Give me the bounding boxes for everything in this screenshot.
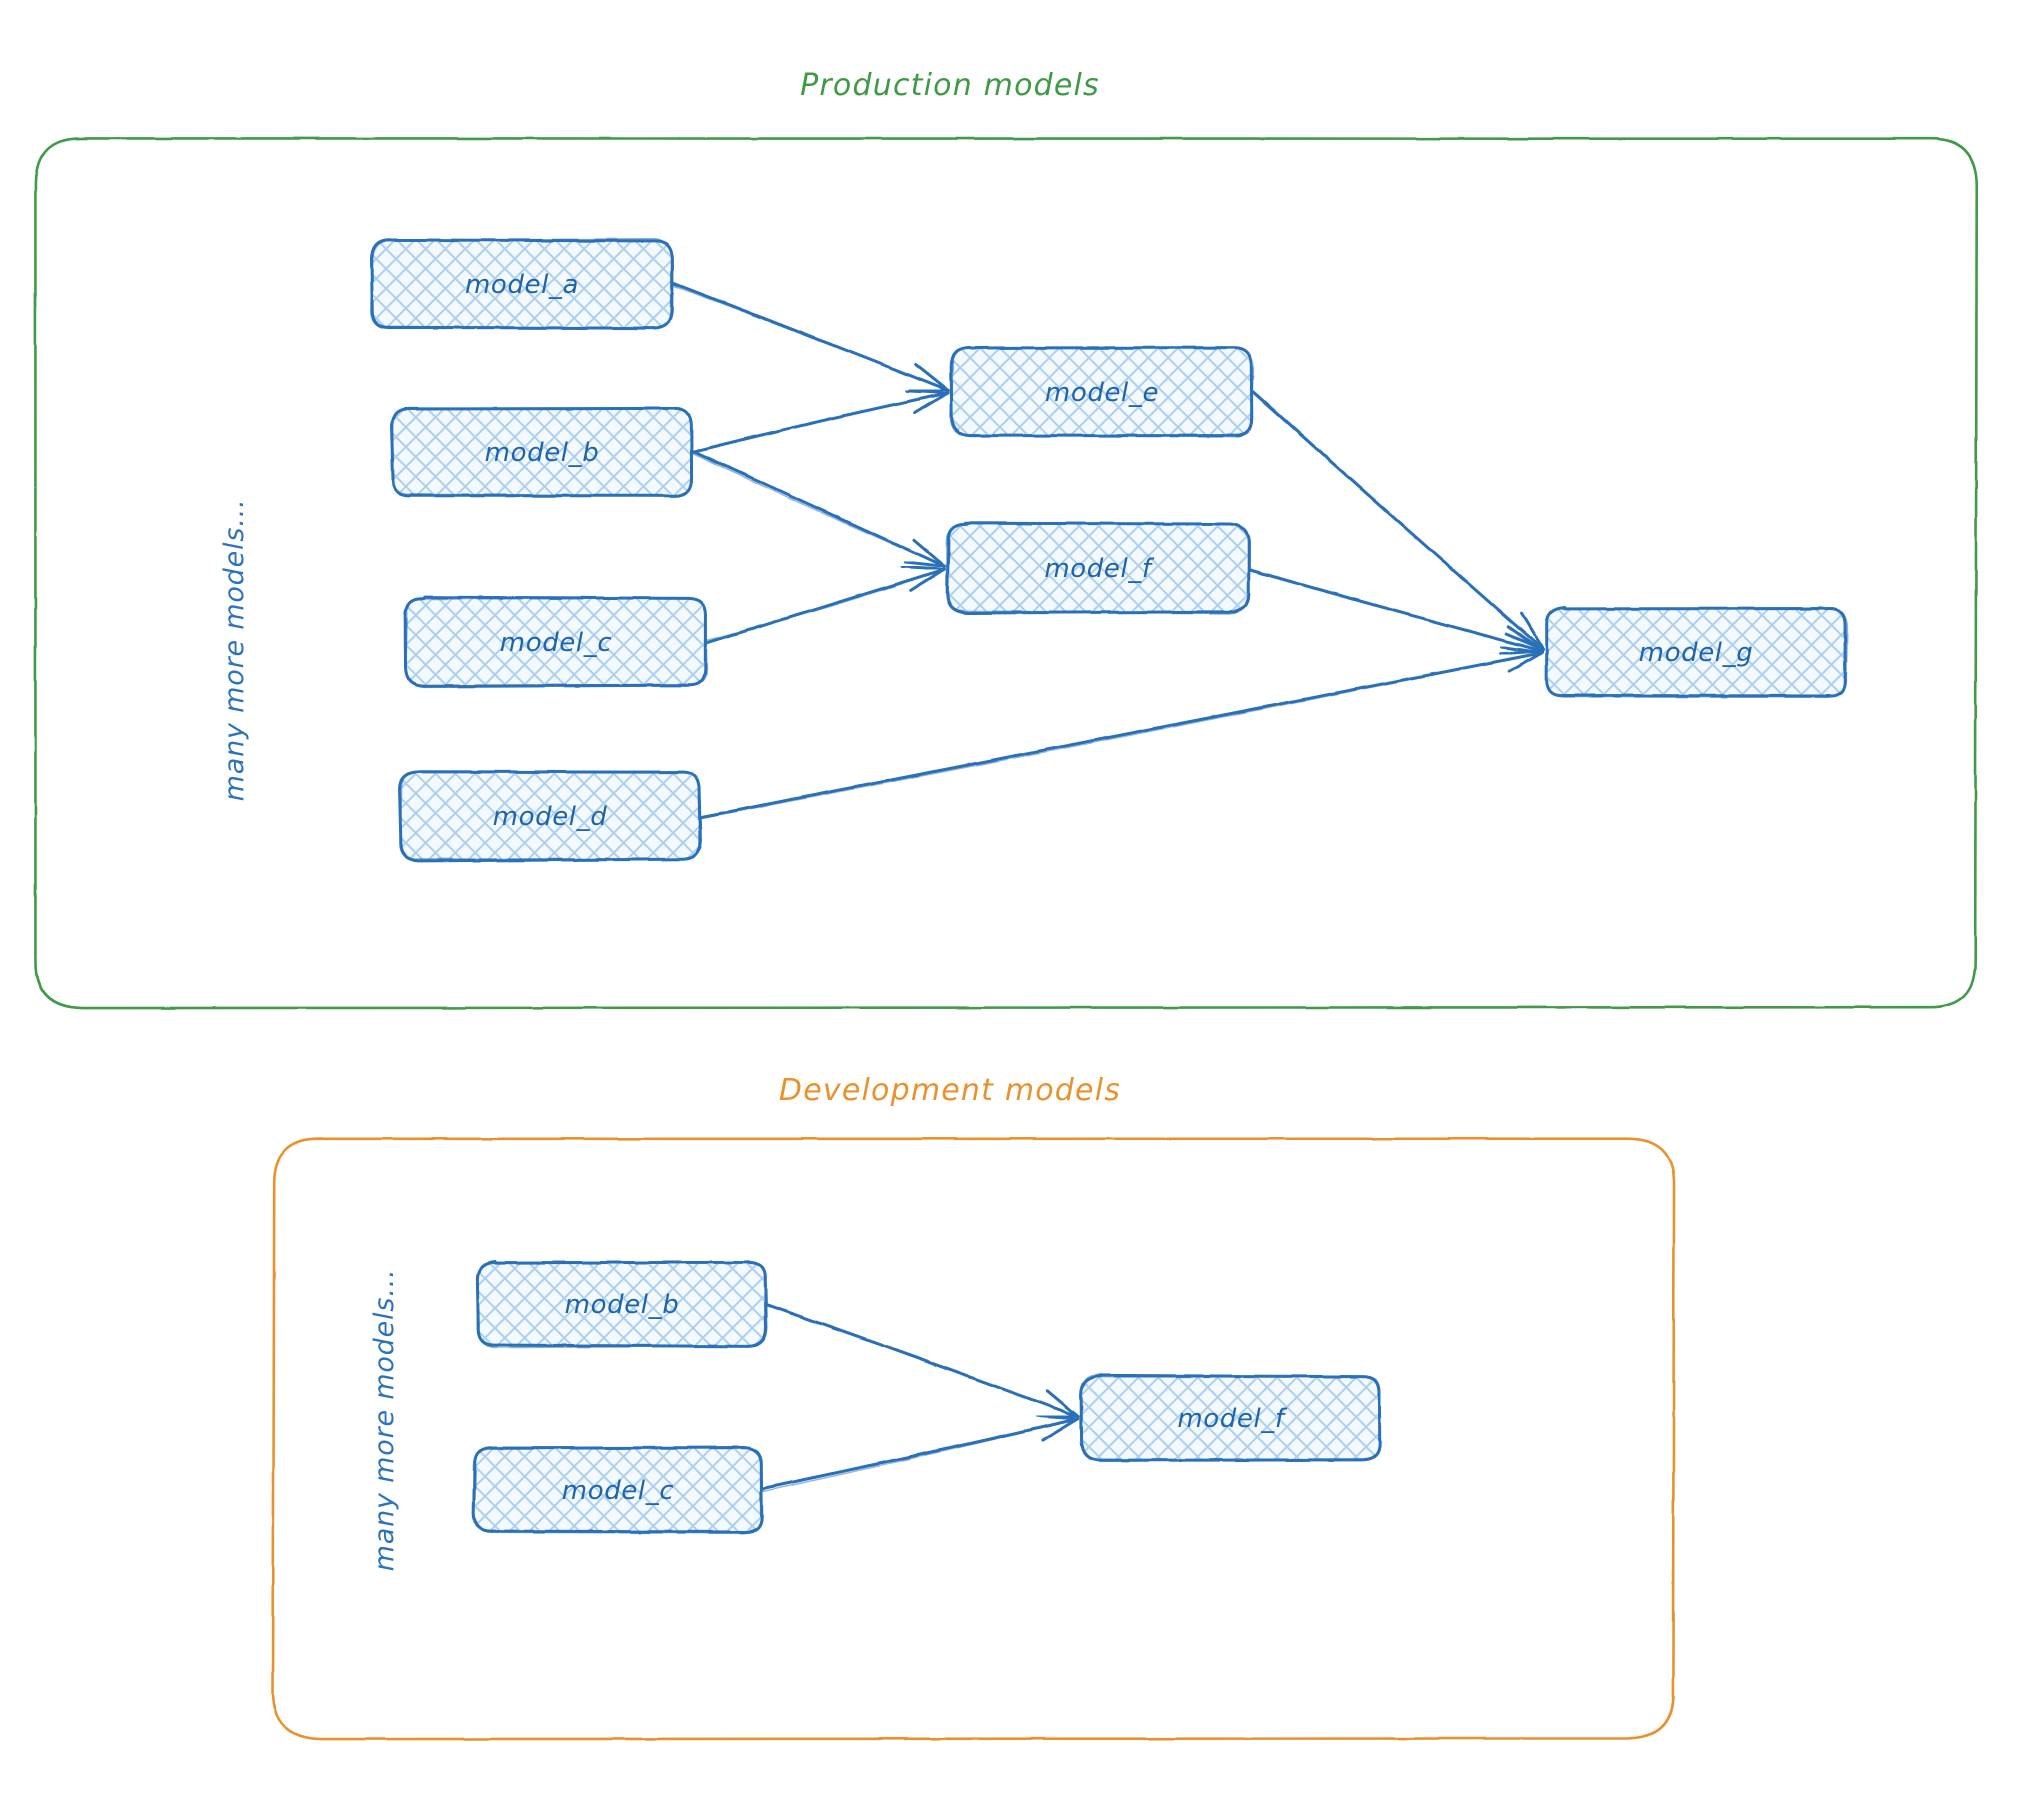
arrowhead — [903, 560, 946, 568]
node-dev_model_b[interactable]: model_b — [475, 1260, 769, 1349]
edge-prod_model_f-to-prod_model_g — [1245, 567, 1544, 656]
edge-prod_model_b-to-prod_model_e — [689, 389, 950, 454]
node-prod_model_e[interactable]: model_e — [949, 345, 1255, 438]
arrowhead — [900, 565, 946, 571]
arrowhead — [1038, 1414, 1080, 1421]
group-border-production — [34, 137, 1979, 1010]
edge-prod_model_e-to-prod_model_g — [1250, 389, 1545, 651]
arrowhead — [913, 391, 950, 415]
arrowhead — [1040, 1417, 1080, 1443]
edge-prod_model_d-to-prod_model_g — [698, 645, 1544, 820]
group-container-production — [34, 137, 1979, 1010]
group-title-development: Development models — [779, 1073, 1121, 1108]
node-label: model_d — [493, 802, 608, 832]
side-note-production: many more models... — [219, 499, 250, 802]
node-prod_model_g[interactable]: model_g — [1545, 606, 1849, 699]
side-note-development: many more models... — [369, 1269, 400, 1572]
node-prod_model_b[interactable]: model_b — [390, 406, 694, 498]
group-border-development — [271, 1137, 1676, 1741]
arrowhead — [1507, 625, 1544, 653]
node-label: model_b — [565, 1290, 680, 1320]
node-label: model_f — [1177, 1404, 1288, 1434]
node-label: model_g — [1639, 638, 1754, 668]
node-prod_model_f[interactable]: model_f — [945, 521, 1251, 615]
arrowhead — [1500, 645, 1544, 655]
arrowhead — [1520, 611, 1545, 651]
edge-dev_model_b-to-dev_model_f — [765, 1303, 1080, 1419]
group-container-development — [271, 1137, 1676, 1741]
arrowhead — [1507, 651, 1544, 674]
node-label: model_b — [485, 438, 600, 468]
node-prod_model_c[interactable]: model_c — [403, 595, 708, 689]
node-label: model_a — [465, 270, 579, 300]
node-dev_model_f[interactable]: model_f — [1079, 1373, 1382, 1462]
node-label: model_c — [500, 628, 612, 658]
node-label: model_f — [1044, 554, 1155, 584]
node-label: model_c — [562, 1476, 674, 1506]
edge-prod_model_b-to-prod_model_f — [690, 449, 946, 568]
arrowhead — [1045, 1389, 1080, 1419]
node-dev_model_c[interactable]: model_c — [472, 1446, 764, 1535]
arrowhead — [905, 389, 950, 395]
arrowhead — [914, 363, 950, 393]
node-label: model_e — [1045, 378, 1159, 408]
edge-prod_model_c-to-prod_model_f — [705, 565, 946, 645]
edge-dev_model_c-to-dev_model_f — [759, 1414, 1080, 1493]
node-prod_model_d[interactable]: model_d — [398, 770, 702, 863]
node-prod_model_a[interactable]: model_a — [369, 237, 674, 330]
arrowhead — [908, 567, 946, 592]
group-title-production: Production models — [800, 68, 1100, 103]
arrowhead — [912, 538, 946, 568]
edge-prod_model_a-to-prod_model_e — [670, 281, 950, 393]
